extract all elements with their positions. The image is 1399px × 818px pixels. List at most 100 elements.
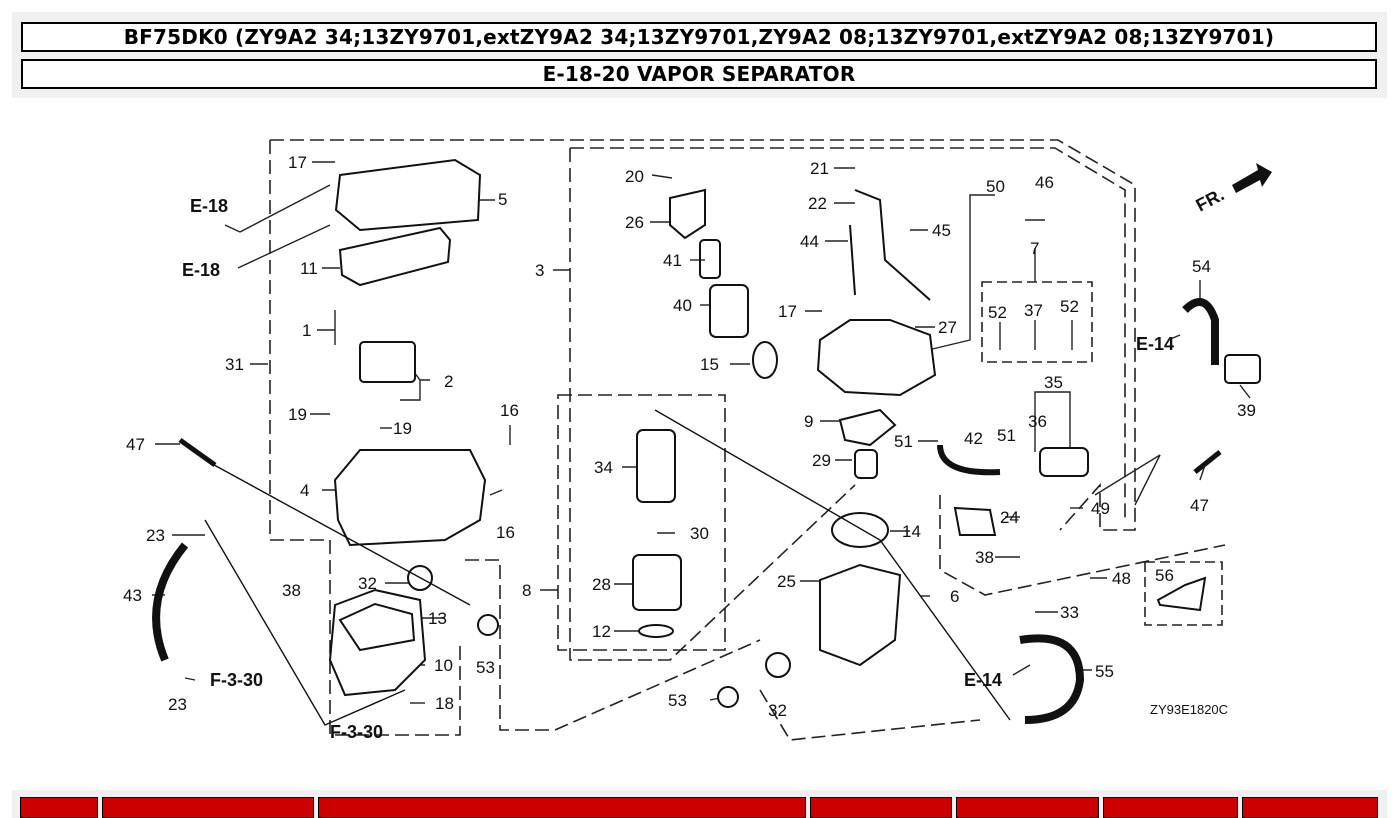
wire-harness bbox=[849, 189, 931, 301]
table-header-cell bbox=[1242, 797, 1378, 818]
table-header-cell bbox=[102, 797, 314, 818]
callout-46: 46 bbox=[1035, 173, 1054, 192]
callout-35: 35 bbox=[1044, 373, 1063, 392]
callout-12: 12 bbox=[592, 622, 611, 641]
callout-16-a: 16 bbox=[500, 401, 519, 420]
grommet-29 bbox=[854, 449, 878, 479]
callout-29: 29 bbox=[812, 451, 831, 470]
collar-53-b bbox=[717, 686, 739, 708]
cross-line-2 bbox=[204, 519, 406, 726]
callout-38-b: 38 bbox=[975, 548, 994, 567]
cross-line-3 bbox=[654, 409, 1011, 721]
filter-cap bbox=[669, 188, 706, 240]
callout-34: 34 bbox=[594, 458, 613, 477]
lower-housing bbox=[819, 563, 902, 667]
bolt-47-left bbox=[178, 437, 217, 468]
o-ring-14 bbox=[831, 512, 889, 548]
callout-26: 26 bbox=[625, 213, 644, 232]
callout-55: 55 bbox=[1095, 662, 1114, 681]
callout-30: 30 bbox=[690, 524, 709, 543]
vapor-separator-cover bbox=[334, 158, 482, 232]
callout-23-b: 23 bbox=[168, 695, 187, 714]
assembly-outline-main bbox=[270, 139, 1136, 531]
drawing-code: ZY93E1820C bbox=[1150, 702, 1228, 717]
callout-36: 36 bbox=[1028, 412, 1047, 431]
callout-17-b: 17 bbox=[778, 302, 797, 321]
hose-43 bbox=[152, 542, 189, 662]
callout-7: 7 bbox=[1030, 239, 1039, 258]
ref-e18-a: E-18 bbox=[190, 196, 228, 216]
cross-hose-line bbox=[204, 459, 471, 606]
callout-4: 4 bbox=[300, 481, 309, 500]
callout-14: 14 bbox=[902, 522, 921, 541]
fuel-filter bbox=[709, 284, 749, 338]
callout-56: 56 bbox=[1155, 566, 1174, 585]
callout-15: 15 bbox=[700, 355, 719, 374]
callout-1: 1 bbox=[302, 321, 311, 340]
callout-38-a: 38 bbox=[282, 581, 301, 600]
table-header-cell bbox=[1103, 797, 1238, 818]
float-chamber bbox=[333, 449, 487, 547]
callout-19-b: 19 bbox=[393, 419, 412, 438]
model-title: BF75DK0 (ZY9A2 34;13ZY9701,extZY9A2 34;1… bbox=[21, 22, 1377, 52]
o-ring-15 bbox=[752, 341, 778, 379]
fuel-pump bbox=[636, 429, 676, 503]
assembly-outline-8 bbox=[557, 394, 726, 651]
vapor-separator-body bbox=[816, 319, 937, 397]
callout-47-b: 47 bbox=[1190, 496, 1209, 515]
callout-8: 8 bbox=[522, 581, 531, 600]
callout-19-a: 19 bbox=[288, 405, 307, 424]
ref-e14-a: E-14 bbox=[1136, 334, 1174, 354]
assembly-outline-low bbox=[465, 559, 761, 731]
pump-gasket bbox=[338, 602, 416, 652]
callout-23-a: 23 bbox=[146, 526, 165, 545]
fuel-hose-42 bbox=[937, 444, 1001, 476]
callout-52-b: 52 bbox=[1060, 297, 1079, 316]
ref-f330-b: F-3-30 bbox=[330, 722, 383, 742]
callout-31: 31 bbox=[225, 355, 244, 374]
callout-33: 33 bbox=[1060, 603, 1079, 622]
connector-39 bbox=[1224, 354, 1261, 384]
callout-9: 9 bbox=[804, 412, 813, 431]
section-title: E-18-20 VAPOR SEPARATOR bbox=[21, 59, 1377, 89]
callout-43: 43 bbox=[123, 586, 142, 605]
lower-plate bbox=[328, 588, 427, 697]
assembly-outline-left bbox=[269, 140, 331, 700]
callout-11: 11 bbox=[300, 259, 318, 278]
bracket-56 bbox=[1156, 576, 1207, 612]
callout-51-b: 51 bbox=[997, 426, 1016, 445]
callout-25: 25 bbox=[777, 572, 796, 591]
callout-22: 22 bbox=[808, 194, 827, 213]
table-header-cell bbox=[810, 797, 952, 818]
callout-45: 45 bbox=[932, 221, 951, 240]
front-arrow-icon bbox=[1232, 163, 1272, 193]
callout-44: 44 bbox=[800, 232, 819, 251]
assembly-outline-3 bbox=[569, 148, 856, 661]
callout-48: 48 bbox=[1112, 569, 1131, 588]
collar-53-a bbox=[477, 614, 499, 636]
o-ring-12 bbox=[638, 624, 674, 638]
callout-37: 37 bbox=[1024, 301, 1043, 320]
ref-f330-a: F-3-30 bbox=[210, 670, 263, 690]
table-header-cell bbox=[20, 797, 98, 818]
callout-32-b: 32 bbox=[768, 701, 787, 720]
clamp-24 bbox=[953, 506, 997, 536]
callout-21: 21 bbox=[810, 159, 829, 178]
callout-28: 28 bbox=[592, 575, 611, 594]
hose-55 bbox=[1019, 634, 1085, 724]
fuel-level-sensor bbox=[838, 408, 897, 447]
callout-6: 6 bbox=[950, 587, 959, 606]
front-label: FR. bbox=[1192, 184, 1227, 215]
callout-18: 18 bbox=[435, 694, 454, 713]
callout-2: 2 bbox=[444, 372, 453, 391]
callout-47-a: 47 bbox=[126, 435, 145, 454]
callout-24: 24 bbox=[1000, 508, 1019, 527]
callout-27: 27 bbox=[938, 318, 957, 337]
pump-strainer bbox=[632, 554, 682, 611]
callout-16-b: 16 bbox=[496, 523, 515, 542]
callout-52-a: 52 bbox=[988, 303, 1007, 322]
ref-e18-b: E-18 bbox=[182, 260, 220, 280]
grommet-32-b bbox=[765, 652, 791, 678]
callout-labels: 1 2 3 4 5 6 7 8 9 10 11 12 13 14 15 16 1… bbox=[123, 153, 1256, 720]
